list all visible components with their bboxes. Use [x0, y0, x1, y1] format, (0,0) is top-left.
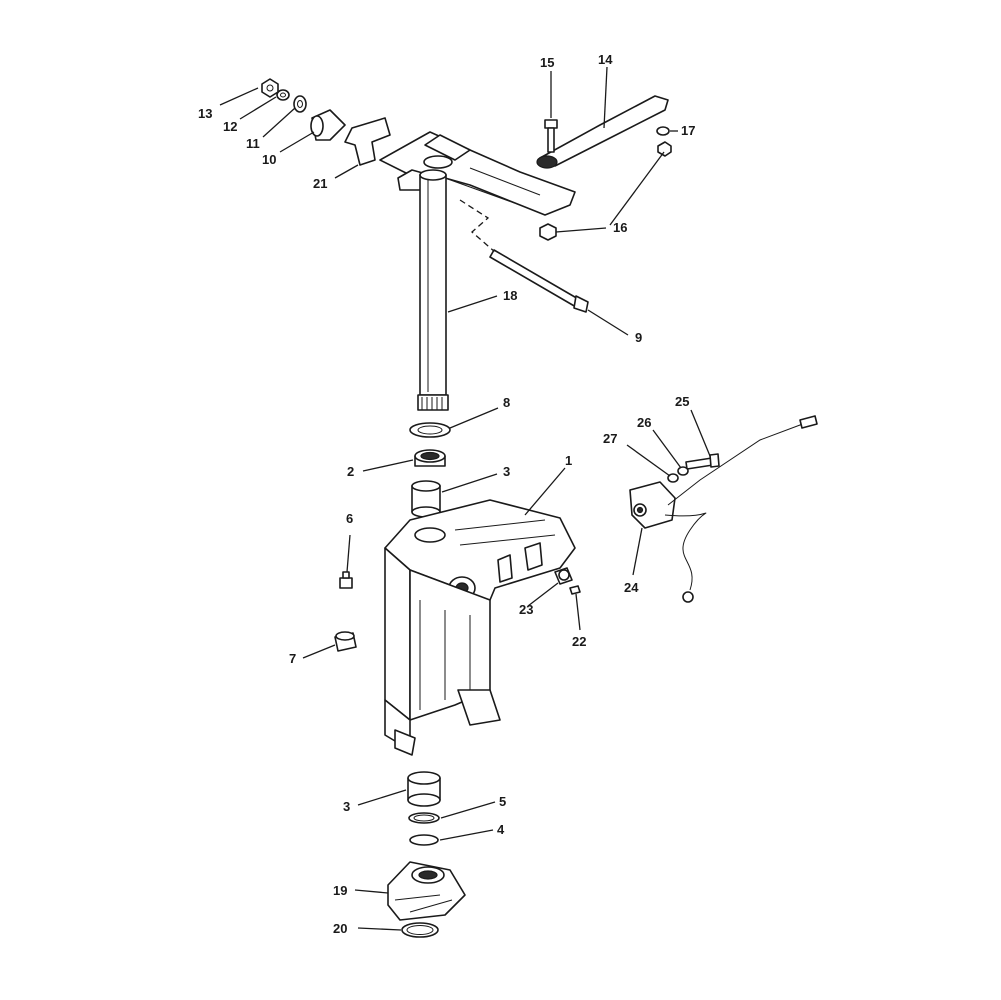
callout-2: 2 [347, 464, 354, 479]
washer-11 [293, 95, 307, 113]
callout-3-upper: 3 [503, 464, 510, 479]
ring-20 [401, 922, 439, 938]
callout-18: 18 [503, 288, 517, 303]
callout-22: 22 [572, 634, 586, 649]
bolt-15 [544, 119, 558, 153]
callout-3-lower: 3 [343, 799, 350, 814]
washer-12 [276, 89, 290, 101]
callout-10: 10 [262, 152, 276, 167]
callout-16: 16 [613, 220, 627, 235]
callout-27: 27 [603, 431, 617, 446]
callout-20: 20 [333, 921, 347, 936]
leader-lines [219, 66, 711, 931]
switch-24 [629, 481, 676, 529]
nut-13 [261, 78, 279, 98]
yoke-19 [387, 861, 466, 921]
link-rod-14 [536, 95, 669, 169]
bushing-7 [334, 631, 357, 652]
callout-24: 24 [624, 580, 639, 595]
callout-8: 8 [503, 395, 510, 410]
steering-tube [417, 169, 449, 411]
ring-4 [409, 834, 439, 846]
callout-11: 11 [246, 136, 260, 151]
swivel-bracket [384, 499, 576, 756]
bolt-25 [685, 453, 720, 470]
callout-1: 1 [565, 453, 572, 468]
callout-13: 13 [198, 106, 212, 121]
nut-16 [539, 141, 672, 241]
callout-19: 19 [333, 883, 347, 898]
washer-26 [677, 466, 689, 476]
washer-8 [409, 422, 451, 438]
callout-9: 9 [635, 330, 642, 345]
callout-5: 5 [499, 794, 506, 809]
callout-12: 12 [223, 119, 237, 134]
bolt-9 [459, 199, 589, 313]
callout-numbers: 13 12 11 10 21 15 14 17 16 18 9 8 2 3 1 … [198, 52, 695, 936]
washer-17 [656, 126, 670, 136]
fitting-23 [554, 567, 573, 585]
switch-wires [664, 415, 818, 603]
callout-21: 21 [313, 176, 327, 191]
washer-5 [408, 812, 440, 824]
callout-15: 15 [540, 55, 554, 70]
bushing-3-upper [411, 480, 441, 518]
callout-4: 4 [497, 822, 505, 837]
callout-6: 6 [346, 511, 353, 526]
callout-17: 17 [681, 123, 695, 138]
washer-27 [667, 473, 679, 483]
steering-arm [379, 131, 576, 216]
screw-22 [569, 585, 581, 595]
bearing-2 [414, 449, 446, 467]
bushing-3-lower [407, 771, 441, 807]
bushing-10 [310, 109, 346, 141]
callout-26: 26 [637, 415, 651, 430]
bracket-21 [344, 117, 391, 166]
callout-25: 25 [675, 394, 689, 409]
callout-7: 7 [289, 651, 296, 666]
grease-fitting-6 [339, 571, 353, 589]
callout-23: 23 [519, 602, 533, 617]
callout-14: 14 [598, 52, 613, 67]
